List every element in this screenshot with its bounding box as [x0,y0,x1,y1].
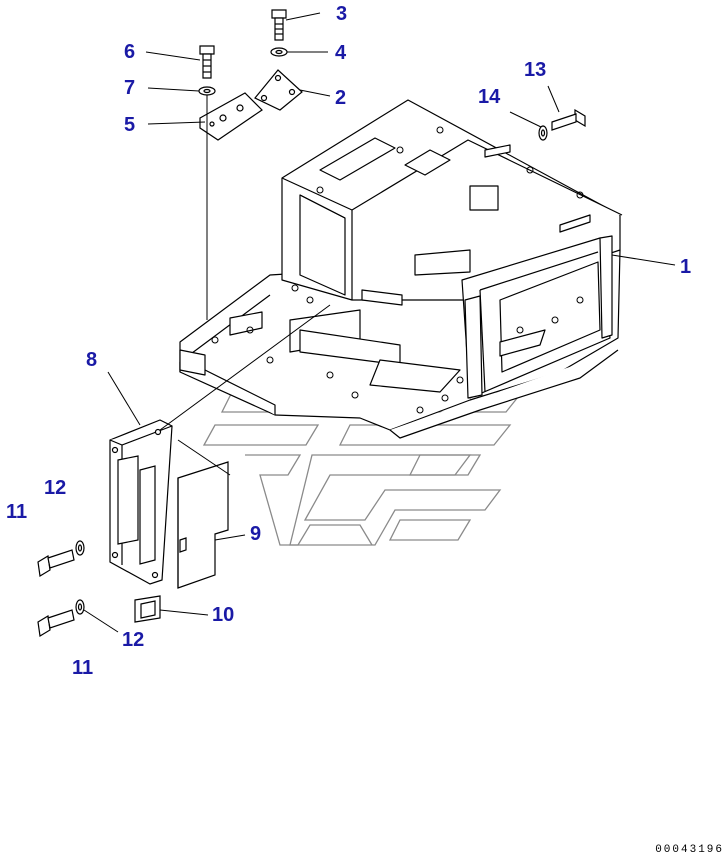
callout-3: 3 [336,3,348,25]
washer-icon [75,540,85,556]
washer-icon [270,47,288,57]
callout-10: 10 [212,604,235,626]
leader-lines [83,12,676,633]
cover-icon [177,461,229,589]
callout-11b: 11 [72,657,94,679]
washer-icon [538,125,548,141]
bolt-icon [199,45,215,79]
callout-12a: 12 [44,477,67,499]
bolt-icon [551,108,586,131]
pad-icon [134,595,161,623]
callout-7: 7 [124,77,136,99]
callout-5: 5 [124,114,136,136]
bolt-icon [37,609,75,637]
washer-icon [75,599,85,615]
callout-8: 8 [86,349,98,371]
callout-1: 1 [680,256,692,278]
bracket-plate-icon [199,92,263,141]
callout-11a: 11 [6,501,28,523]
callout-9: 9 [250,523,262,545]
callout-6: 6 [124,41,136,63]
bolt-icon [271,9,287,41]
frame-icon [179,99,623,439]
bolt-icon [37,549,75,577]
callout-14: 14 [478,86,501,108]
callout-4: 4 [335,42,347,64]
callout-13: 13 [524,59,547,81]
cover-icon [109,419,173,585]
document-number: 00043196 [655,844,724,856]
washer-icon [198,86,216,96]
callout-2: 2 [335,87,347,109]
callout-12b: 12 [122,629,145,651]
frame-holes [211,126,584,414]
triangle-plate-icon [254,69,303,111]
